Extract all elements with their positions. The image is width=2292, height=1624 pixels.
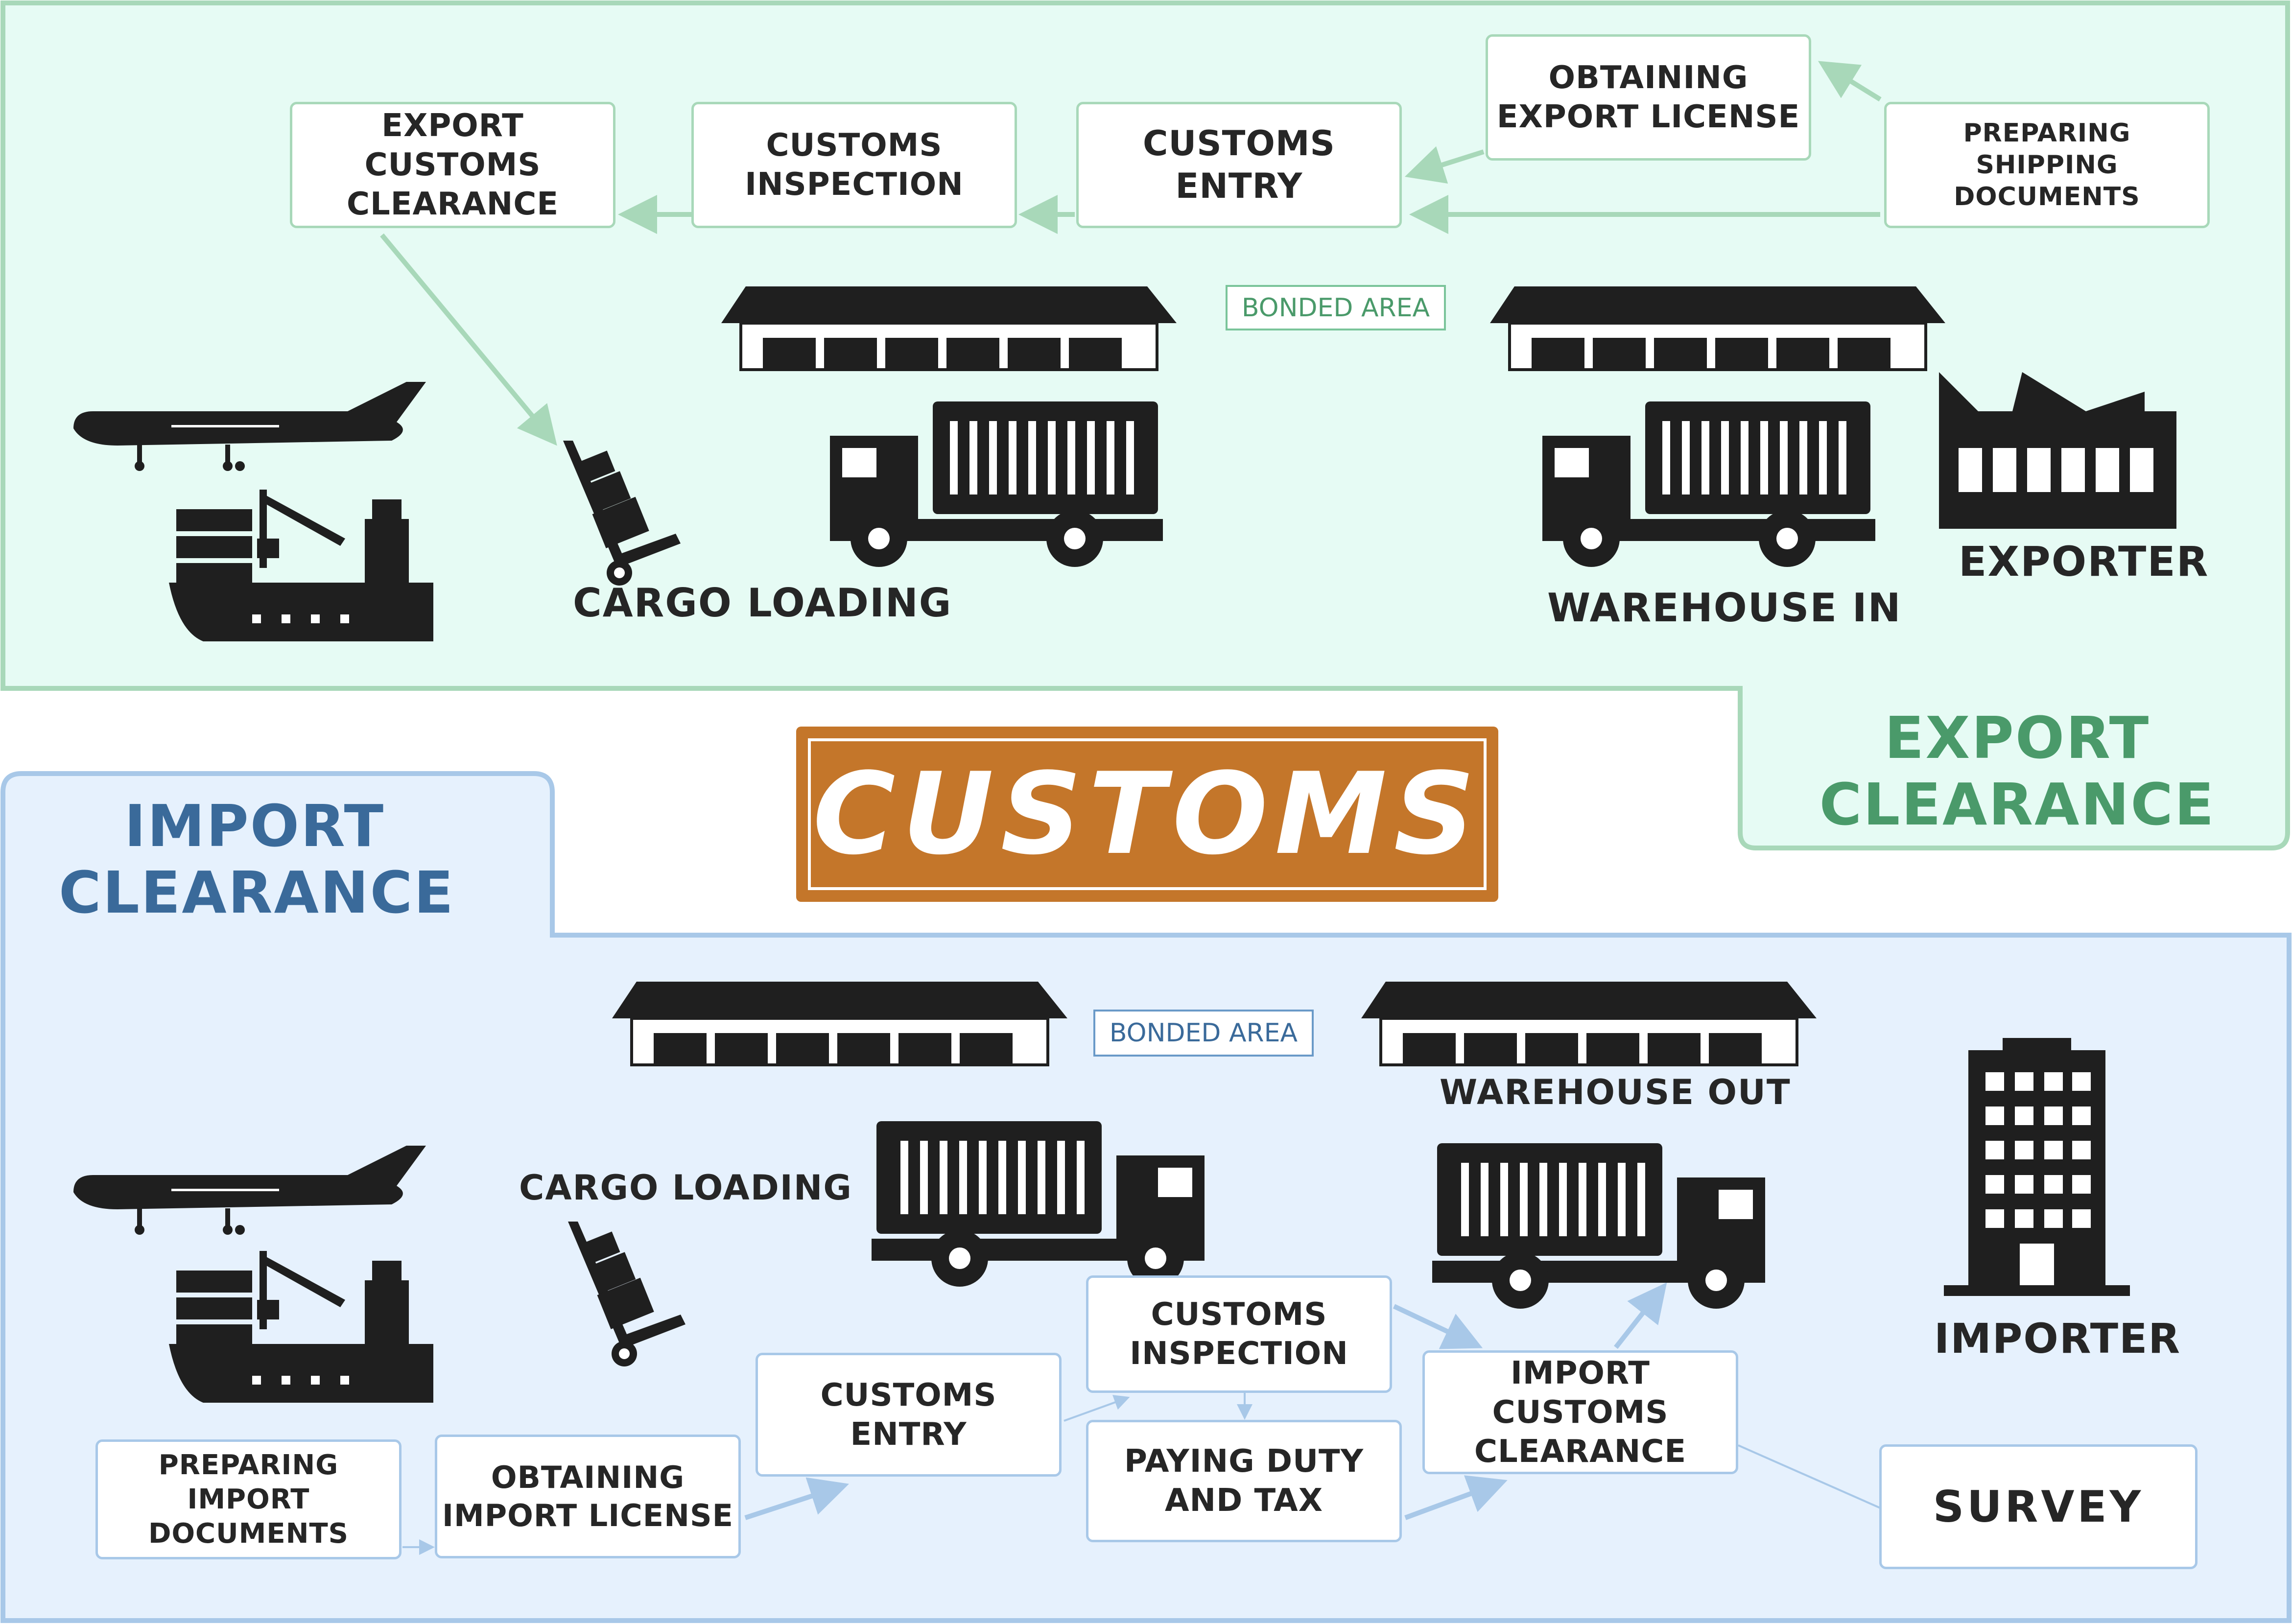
arrow-duty-to-clearance	[1404, 1475, 1508, 1520]
container-truck-icon	[1432, 1143, 1765, 1309]
step-preparing-import-documents: PREPARING IMPORT DOCUMENTS	[95, 1439, 402, 1559]
import-clearance-title: IMPORT CLEARANCE	[59, 792, 455, 926]
container-truck-icon	[1542, 401, 1875, 567]
import-bonded-area-label: BONDED AREA	[1093, 1010, 1314, 1057]
step-import-customs-inspection: CUSTOMS INSPECTION	[1086, 1275, 1392, 1393]
step-import-customs-clearance: IMPORT CUSTOMS CLEARANCE	[1422, 1350, 1738, 1474]
line-clearance-to-survey	[1738, 1444, 1881, 1509]
container-truck-icon	[872, 1121, 1205, 1287]
container-truck-icon	[830, 401, 1163, 567]
export-clearance-title: EXPORT CLEARANCE	[1819, 704, 2216, 838]
export-cargo-loading-label: CARGO LOADING	[573, 580, 952, 626]
warehouse-icon	[1490, 286, 1945, 370]
hand-truck-icon	[568, 1222, 685, 1366]
importer-label: IMPORTER	[1934, 1315, 2181, 1363]
arrow-entry-to-inspection	[1063, 1395, 1130, 1422]
step-import-customs-entry: CUSTOMS ENTRY	[756, 1353, 1062, 1477]
export-bonded-area-label: BONDED AREA	[1226, 285, 1446, 330]
customs-banner-frame: CUSTOMS	[808, 738, 1487, 890]
arrow-license-to-entry	[744, 1477, 850, 1520]
arrow-clearance-to-truck	[1614, 1282, 1667, 1349]
warehouse-icon	[1361, 982, 1817, 1065]
factory-icon	[1939, 372, 2176, 529]
step-export-customs-inspection: CUSTOMS INSPECTION	[691, 102, 1017, 228]
cargo-ship-icon	[169, 1251, 433, 1403]
arrow-license-to-entry	[1404, 146, 1485, 184]
step-obtaining-export-license: OBTAINING EXPORT LICENSE	[1486, 34, 1811, 161]
office-building-icon	[1944, 1038, 2130, 1296]
step-obtaining-import-license: OBTAINING IMPORT LICENSE	[435, 1435, 741, 1558]
import-cargo-loading-label: CARGO LOADING	[519, 1168, 852, 1208]
export-flow-arrows	[380, 61, 1882, 446]
warehouse-icon	[612, 982, 1067, 1065]
step-export-customs-entry: CUSTOMS ENTRY	[1076, 102, 1402, 228]
airplane-icon	[73, 1146, 426, 1235]
step-survey: SURVEY	[1879, 1444, 2197, 1569]
hand-truck-icon	[563, 441, 681, 586]
arrow-prep-to-license	[1818, 61, 1882, 102]
step-paying-duty-and-tax: PAYING DUTY AND TAX	[1086, 1420, 1402, 1542]
warehouse-icon	[721, 286, 1177, 370]
arrow-clearance-to-loading	[380, 233, 557, 446]
warehouse-in-label: WAREHOUSE IN	[1547, 585, 1902, 631]
step-export-customs-clearance: EXPORT CUSTOMS CLEARANCE	[290, 102, 615, 228]
customs-banner: CUSTOMS	[796, 727, 1498, 902]
import-flow-arrows	[402, 1282, 1881, 1555]
customs-banner-title: CUSTOMS	[812, 749, 1482, 880]
warehouse-out-label: WAREHOUSE OUT	[1440, 1072, 1791, 1112]
arrow-inspection-to-clearance	[1393, 1304, 1483, 1349]
airplane-icon	[73, 382, 426, 471]
step-preparing-shipping-documents: PREPARING SHIPPING DOCUMENTS	[1884, 102, 2210, 228]
exporter-label: EXPORTER	[1959, 538, 2209, 586]
cargo-ship-icon	[169, 490, 433, 641]
